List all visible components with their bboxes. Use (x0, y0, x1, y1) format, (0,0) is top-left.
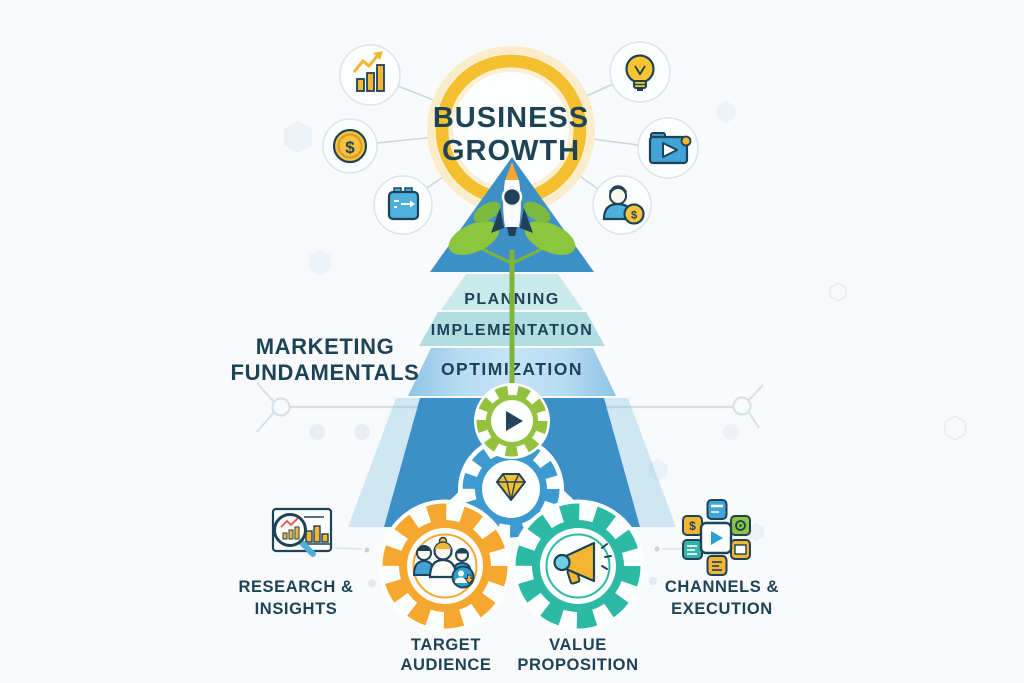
background-hexagon-pattern (284, 101, 967, 541)
growth-chart-icon (352, 51, 385, 92)
pillar-channels-line-1: CHANNELS & (665, 578, 779, 596)
research-magnifier-icon (271, 507, 376, 587)
planner-icon (387, 187, 420, 221)
dollar-symbol: $ (345, 138, 355, 157)
pillar-value-line-1: VALUE (549, 636, 607, 654)
dollar-coin-icon: $ (332, 128, 368, 164)
customer-value-icon: $ (602, 185, 645, 225)
video-folder-icon (648, 132, 692, 165)
value-proposition-gear (511, 499, 645, 633)
dollar-symbol: $ (689, 519, 696, 533)
pillar-value-line-2: PROPOSITION (517, 656, 638, 674)
audience-icon (412, 536, 475, 589)
dollar-symbol: $ (631, 210, 637, 222)
heading-line-1: MARKETING (256, 334, 395, 359)
play-gear (474, 383, 550, 459)
channels-grid-icon: $ (649, 499, 751, 585)
lightbulb-icon (625, 54, 655, 91)
rocket-plant-icon (448, 162, 576, 422)
title-line-1: BUSINESS (433, 102, 589, 134)
labels: MARKETING FUNDAMENTALS RESEARCH & INSIGH… (231, 334, 779, 674)
pillar-research-line-1: RESEARCH & (238, 578, 353, 596)
megaphone-icon (553, 541, 612, 585)
target-audience-gear (378, 499, 512, 633)
pillar-target-line-2: AUDIENCE (401, 656, 492, 674)
diamond-icon (496, 473, 526, 501)
right-node-circle (732, 396, 752, 416)
pillar-target-line-1: TARGET (411, 636, 481, 654)
pillar-research-line-2: INSIGHTS (255, 600, 338, 618)
play-icon (506, 411, 523, 431)
left-node-circle (271, 397, 291, 417)
heading-line-2: FUNDAMENTALS (231, 360, 420, 385)
pillar-channels-line-2: EXECUTION (671, 600, 773, 618)
